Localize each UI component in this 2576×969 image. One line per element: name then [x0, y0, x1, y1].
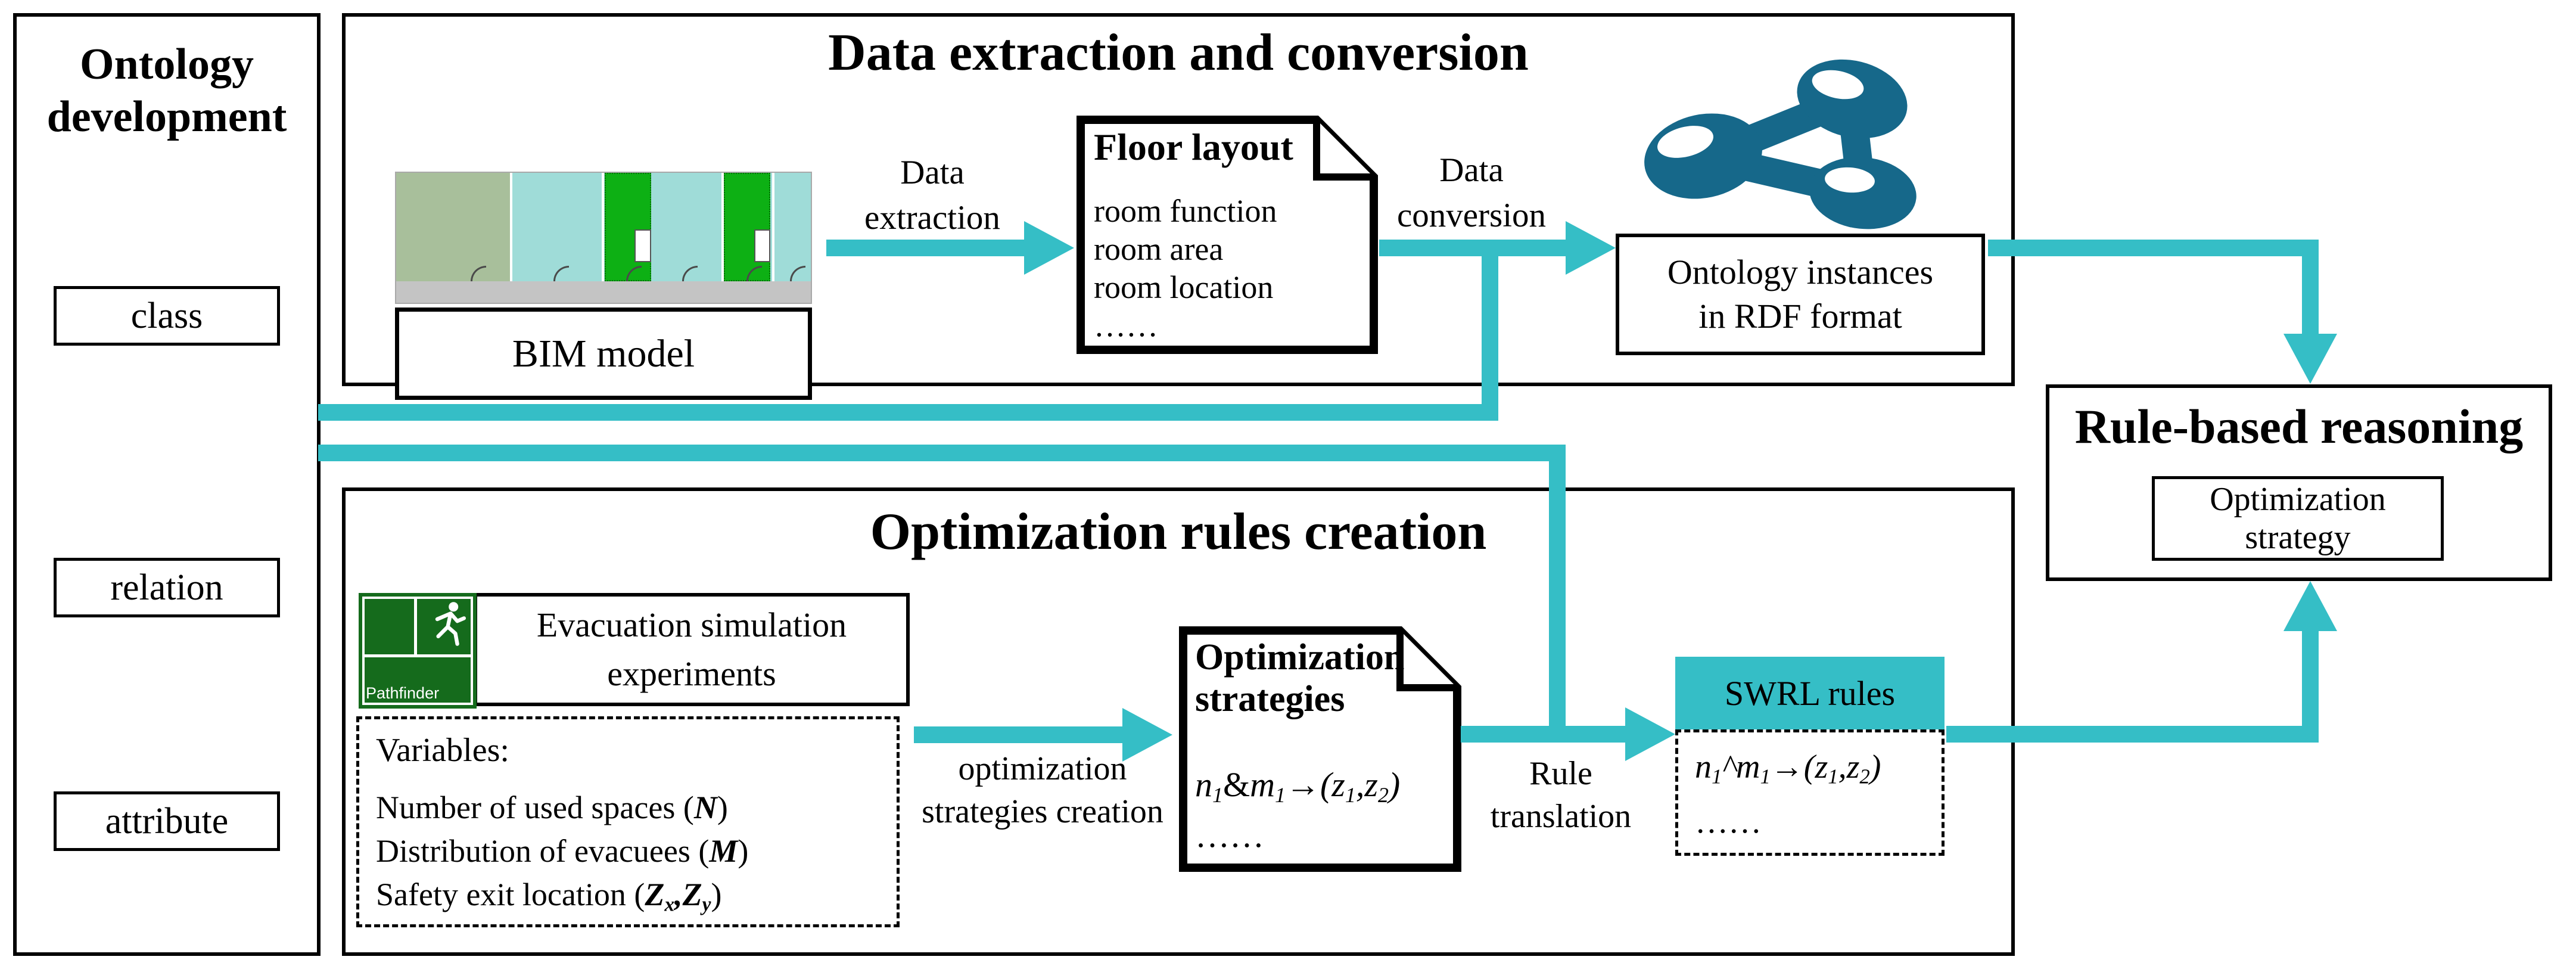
rule-based-reasoning-panel: Rule-based reasoning Optimization strate…	[2046, 384, 2552, 581]
data-extraction-arrowhead	[1024, 221, 1074, 275]
data-extraction-label: Data extraction	[831, 150, 1034, 241]
rule-translation-arrowhead	[1625, 707, 1675, 761]
doc-line: room area	[1094, 231, 1224, 267]
box-line: Evacuation simulation	[536, 605, 847, 644]
variable-item: Number of used spaces (N)	[376, 790, 728, 825]
bim-stair-green	[605, 173, 652, 281]
evacuation-simulation-box: Evacuation simulation experiments	[474, 593, 910, 706]
variable-item: Safety exit location (Zx,Zy)	[376, 877, 722, 916]
bim-stair-notch	[634, 229, 652, 262]
variables-dashed-box: Variables: Number of used spaces (N) Dis…	[356, 716, 900, 927]
label-line: Data	[1439, 151, 1504, 189]
swrl-rules-header: SWRL rules	[1675, 657, 1945, 729]
doc-title-line: strategies	[1195, 679, 1345, 719]
label-line: Rule	[1529, 755, 1592, 792]
rdf-logo-icon	[1644, 59, 1917, 229]
optimization-strategies-doc-shape	[1179, 626, 1461, 872]
floor-layout-title: Floor layout	[1094, 126, 1293, 168]
box-line: strategy	[2245, 519, 2351, 556]
swrl-to-reasoning-line	[1946, 726, 2319, 743]
swrl-rules-dashed-box: n1^m1→(z1,z2) ……	[1675, 729, 1945, 856]
reasoning-in-arrowhead-bottom	[2283, 581, 2337, 631]
data-extraction-arrow	[826, 240, 1024, 256]
variable-item: Distribution of evacuees (M)	[376, 833, 749, 869]
box-line: experiments	[607, 654, 776, 693]
bim-wall	[771, 173, 774, 281]
door-arc	[553, 266, 570, 281]
ontology-development-panel: Ontology development class relation attr…	[13, 13, 321, 956]
rule-based-reasoning-title: Rule-based reasoning	[2074, 399, 2524, 454]
variables-heading: Variables:	[376, 732, 509, 769]
title-line: Ontology	[80, 40, 254, 89]
relation-box-label: relation	[110, 567, 223, 608]
strategies-creation-label: optimization strategies creation	[864, 747, 1221, 833]
rdf-to-reasoning-line	[1988, 240, 2319, 256]
data-extraction-conversion-title: Data extraction and conversion	[828, 24, 1529, 82]
bim-corridor	[396, 281, 811, 303]
box-line: in RDF format	[1698, 297, 1902, 336]
swrl-rules-header-label: SWRL rules	[1724, 673, 1896, 713]
relation-box: relation	[54, 558, 280, 617]
pathfinder-logo-icon: Pathfinder	[359, 593, 477, 709]
label-line: optimization	[958, 750, 1127, 787]
attribute-box-label: attribute	[105, 800, 229, 841]
running-person-icon	[435, 602, 466, 646]
class-box-label: class	[130, 295, 203, 336]
box-line: Optimization	[2210, 481, 2386, 518]
ontology-development-title: Ontology development	[17, 38, 317, 143]
swrl-formula: n1^m1→(z1,z2)	[1695, 749, 1881, 788]
variables-list: Number of used spaces (N) Distribution o…	[376, 786, 748, 926]
label-line: Data	[900, 154, 965, 191]
optimization-rules-creation-title: Optimization rules creation	[870, 503, 1487, 561]
label-line: strategies creation	[922, 793, 1163, 830]
pathfinder-wordmark: Pathfinder	[366, 684, 440, 702]
ontology-feed-line-upper-vertical	[1482, 247, 1498, 421]
floor-layout-doc-shape	[1077, 116, 1378, 354]
doc-line: ……	[1094, 308, 1158, 343]
door-arc	[682, 266, 698, 281]
data-conversion-label: Data conversion	[1370, 148, 1573, 238]
rule-translation-arrow	[1461, 726, 1625, 743]
strategies-creation-arrowhead	[1122, 708, 1172, 762]
bim-model-caption: BIM model	[512, 331, 695, 375]
reasoning-in-arrowhead-top	[2283, 334, 2337, 384]
strategies-formula: n1&m1→(z1,z2)	[1195, 765, 1401, 808]
rule-translation-label: Rule translation	[1454, 752, 1668, 838]
bim-stair-green	[723, 173, 771, 281]
bim-room-sage	[396, 173, 512, 281]
ontology-instances-box: Ontology instances in RDF format	[1616, 234, 1985, 355]
optimization-strategies-title: Optimization strategies	[1195, 636, 1404, 720]
bim-wall	[601, 173, 604, 281]
floor-layout-lines: room function room area room location ……	[1094, 192, 1277, 344]
label-line: extraction	[864, 199, 1000, 237]
optimization-strategy-box: Optimization strategy	[2152, 476, 2444, 561]
box-line: Ontology instances	[1667, 253, 1934, 291]
pathfinder-frame	[362, 597, 473, 705]
pathfinder-divider-v	[414, 597, 418, 654]
ontology-feed-line-lower	[318, 445, 1566, 461]
bim-model-caption-box: BIM model	[395, 308, 812, 400]
title-line: development	[46, 92, 287, 141]
strategies-ellipsis: ……	[1195, 816, 1264, 855]
strategies-creation-arrow	[914, 726, 1122, 743]
swrl-to-reasoning-line-vertical	[2302, 631, 2319, 743]
swrl-ellipsis: ……	[1695, 803, 1762, 840]
class-box: class	[54, 286, 280, 346]
label-line: translation	[1490, 798, 1632, 835]
bim-stair-notch	[754, 229, 771, 262]
doc-title-line: Optimization	[1195, 637, 1405, 678]
ontology-feed-line-upper	[318, 404, 1498, 421]
bim-floorplan-image	[395, 172, 812, 304]
bim-wall	[721, 173, 724, 281]
rdf-to-reasoning-line-vertical	[2302, 240, 2319, 335]
pathfinder-divider-h	[362, 654, 473, 657]
door-arc	[790, 266, 806, 281]
data-conversion-arrow	[1379, 240, 1566, 256]
ontology-feed-line-lower-vertical	[1549, 445, 1566, 743]
doc-line: room location	[1094, 269, 1274, 305]
doc-line: room function	[1094, 193, 1277, 229]
data-conversion-arrowhead	[1566, 221, 1616, 275]
attribute-box: attribute	[54, 791, 280, 851]
label-line: conversion	[1396, 197, 1547, 234]
